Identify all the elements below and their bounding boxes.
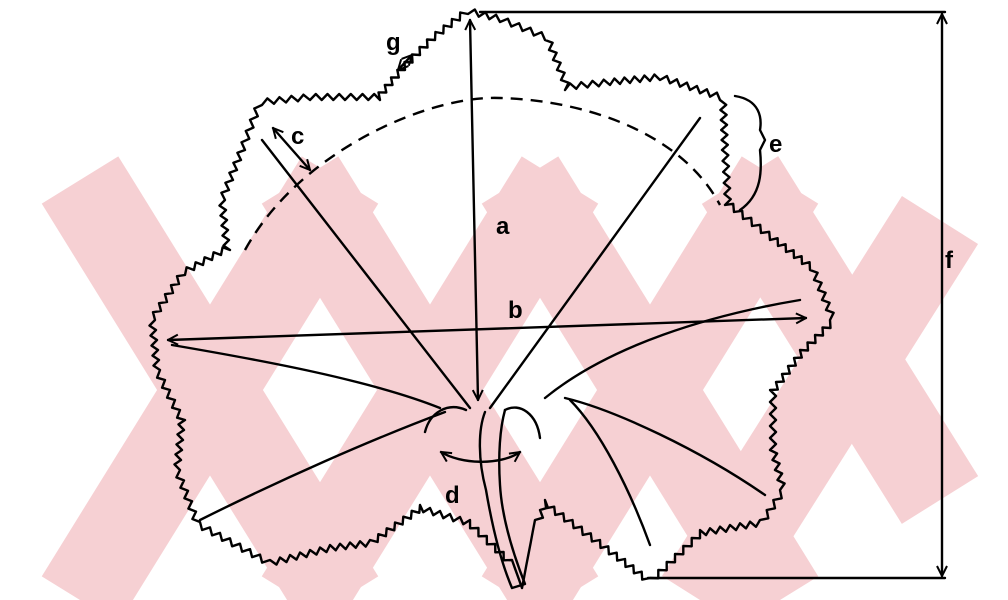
vein-lower-right-a [563,396,767,497]
vein-lower-right-b [568,398,652,547]
measure-d-arc [441,452,520,463]
label-g: g [386,29,401,56]
petiole-right-curl [503,406,542,440]
leaf-outline [148,8,835,590]
vein-lower-left [198,410,447,522]
label-e: e [769,131,782,158]
label-a: a [496,213,510,240]
petiole-left-curl [423,406,468,434]
measure-g-arrow [398,55,412,70]
measure-b-arrow [168,318,806,340]
vein-upper-right [488,116,702,410]
label-c: c [291,123,304,150]
label-f: f [945,247,954,274]
lobe-dashed-curve [243,96,722,251]
measure-c-arrow [273,128,310,170]
measure-e-bracket [733,94,767,212]
vein-left [170,343,442,410]
label-b: b [508,297,523,324]
watermark [41,156,979,600]
label-d: d [445,482,460,509]
leaf-petiole [478,408,527,590]
